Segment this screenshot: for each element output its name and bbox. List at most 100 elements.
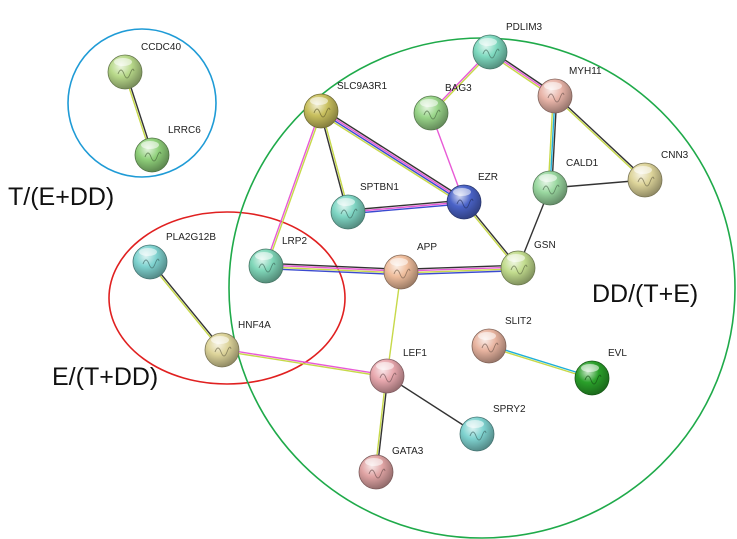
edge-line <box>266 264 402 272</box>
protein-structure-icon <box>584 374 602 385</box>
node-label: LEF1 <box>403 348 427 359</box>
node-highlight <box>544 82 562 90</box>
node-myh11[interactable]: MYH11 <box>537 66 602 114</box>
group-label-t: T/(E+DD) <box>8 183 114 211</box>
node-label: CNN3 <box>661 150 689 161</box>
node-gsn[interactable]: GSN <box>500 240 556 286</box>
node-slit2[interactable]: SLIT2 <box>471 316 532 364</box>
protein-structure-icon <box>379 372 397 383</box>
edge-line <box>321 109 465 202</box>
edge-slit2-evl <box>488 344 593 380</box>
node-highlight <box>376 362 394 370</box>
protein-structure-icon <box>542 184 560 195</box>
edge-line <box>400 264 518 271</box>
protein-structure-icon <box>469 430 487 441</box>
protein-structure-icon <box>368 468 386 479</box>
node-ezr[interactable]: EZR <box>446 172 498 220</box>
protein-structure-icon <box>482 48 500 59</box>
node-highlight <box>337 198 355 206</box>
node-bag3[interactable]: BAG3 <box>413 83 472 131</box>
edge-line <box>264 110 321 266</box>
node-pdlim3[interactable]: PDLIM3 <box>472 22 543 70</box>
edge-slc9a3r1-sptbn1 <box>319 110 350 213</box>
node-label: LRP2 <box>282 236 307 247</box>
protein-structure-icon <box>340 208 358 219</box>
edge-line <box>401 268 519 274</box>
node-highlight <box>365 458 383 466</box>
group-circle-e <box>108 211 346 385</box>
edge-line <box>222 348 388 376</box>
node-pla2g12b[interactable]: PLA2G12B <box>132 232 216 280</box>
edge-line <box>320 111 464 204</box>
protein-structure-icon <box>258 262 276 273</box>
edge-app-gsn <box>400 264 519 276</box>
protein-structure-icon <box>117 68 135 79</box>
edge-line <box>148 262 222 352</box>
edge-line <box>322 108 466 201</box>
edge-line <box>386 375 478 435</box>
edge-line <box>347 199 464 211</box>
edge-line <box>400 266 518 272</box>
node-label: CCDC40 <box>141 42 181 53</box>
node-highlight <box>479 38 497 46</box>
edge-lef1-spry2 <box>386 375 478 435</box>
group-labels: T/(E+DD)E/(T+DD)DD/(T+E) <box>8 183 698 391</box>
node-highlight <box>141 141 159 149</box>
protein-structure-icon <box>547 92 565 103</box>
node-highlight <box>139 248 157 256</box>
node-spry2[interactable]: SPRY2 <box>459 404 526 452</box>
node-label: MYH11 <box>569 66 602 77</box>
node-lrrc6[interactable]: LRRC6 <box>134 125 201 173</box>
edge-lrp2-app <box>265 262 402 276</box>
node-highlight <box>255 252 273 260</box>
edge-line <box>266 111 323 267</box>
node-label: PDLIM3 <box>506 22 543 33</box>
edge-line <box>265 267 401 276</box>
edge-pla2g12b-hnf4a <box>148 260 224 352</box>
node-label: PLA2G12B <box>166 232 216 243</box>
node-app[interactable]: APP <box>383 242 437 290</box>
node-sptbn1[interactable]: SPTBN1 <box>330 182 399 230</box>
protein-structure-icon <box>214 346 232 357</box>
node-label: GATA3 <box>392 446 424 457</box>
node-evl[interactable]: EVL <box>574 348 627 396</box>
edge-layer <box>123 49 647 473</box>
protein-structure-icon <box>142 258 160 269</box>
node-highlight <box>310 97 328 105</box>
node-ccdc40[interactable]: CCDC40 <box>107 42 181 90</box>
node-label: SLIT2 <box>505 316 532 327</box>
edge-line <box>319 112 463 205</box>
edge-line <box>555 94 647 180</box>
edge-sptbn1-ezr <box>347 199 465 215</box>
edge-line <box>347 201 465 213</box>
edge-line <box>321 110 350 212</box>
protein-structure-icon <box>393 268 411 279</box>
node-slc9a3r1[interactable]: SLC9A3R1 <box>303 81 387 129</box>
node-highlight <box>466 420 484 428</box>
node-hnf4a[interactable]: HNF4A <box>204 320 271 368</box>
node-label: LRRC6 <box>168 125 201 136</box>
node-lrp2[interactable]: LRP2 <box>248 236 307 284</box>
edge-line <box>150 260 224 350</box>
node-cnn3[interactable]: CNN3 <box>627 150 689 198</box>
edge-line <box>348 203 465 215</box>
node-cald1[interactable]: CALD1 <box>532 158 599 206</box>
node-highlight <box>453 188 471 196</box>
node-highlight <box>114 58 132 66</box>
node-gata3[interactable]: GATA3 <box>358 446 424 490</box>
edge-app-lef1 <box>386 271 402 377</box>
edge-line <box>386 271 402 377</box>
protein-structure-icon <box>510 264 528 275</box>
node-label: EVL <box>608 348 627 359</box>
protein-structure-icon <box>313 107 331 118</box>
node-highlight <box>390 258 408 266</box>
group-label-dd: DD/(T+E) <box>592 280 698 308</box>
edge-line <box>266 262 402 271</box>
node-lef1[interactable]: LEF1 <box>369 348 427 394</box>
node-label: APP <box>417 242 437 253</box>
node-label: SPTBN1 <box>360 182 399 193</box>
edge-line <box>319 111 348 213</box>
node-label: SLC9A3R1 <box>337 81 387 92</box>
